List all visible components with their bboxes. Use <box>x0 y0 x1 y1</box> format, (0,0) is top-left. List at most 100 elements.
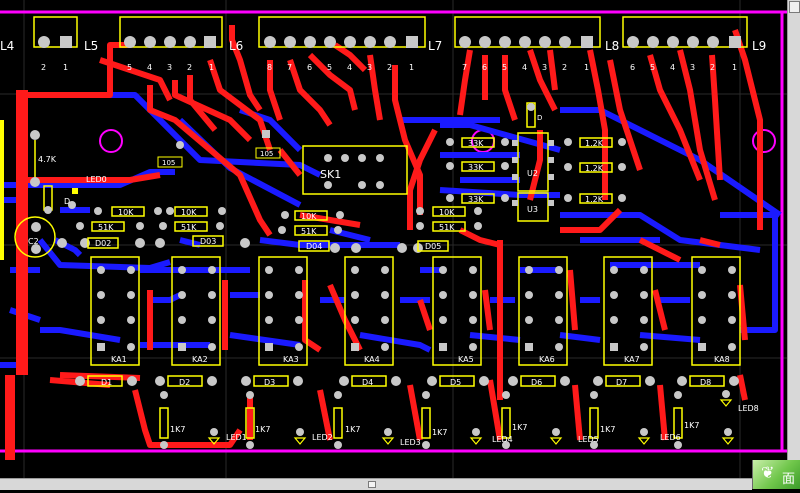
relay[interactable] <box>603 256 653 366</box>
relay[interactable] <box>518 256 568 366</box>
relay[interactable] <box>344 256 394 366</box>
relay-label: KA2 <box>192 355 208 364</box>
diode-mid-row <box>87 235 449 252</box>
connector-l6[interactable] <box>119 16 223 48</box>
pin-number: 2 <box>710 63 715 72</box>
chip-label-u3: U3 <box>527 205 538 214</box>
connector-label-l6: L6 <box>229 39 243 53</box>
capacitor-label-c2: C2 <box>28 237 39 246</box>
led-label: LED3 <box>400 438 421 447</box>
relay[interactable] <box>90 256 140 366</box>
scroll-up-button[interactable] <box>789 1 800 13</box>
pin-number: 2 <box>187 63 192 72</box>
resistor-label-33k: 33K <box>468 195 484 204</box>
left-components <box>0 120 423 260</box>
connector-l8[interactable] <box>454 16 601 48</box>
relay-label: KA7 <box>624 355 640 364</box>
resistor-label-51k: 51K <box>439 223 455 232</box>
resistor-label-51k: 51K <box>181 223 197 232</box>
diode <box>427 375 489 387</box>
diode <box>75 375 137 387</box>
resistor-label: 1K7 <box>512 423 527 432</box>
pin-number: 6 <box>482 63 487 72</box>
resistor-vertical <box>421 391 431 449</box>
chip-u2[interactable] <box>512 132 554 192</box>
diode-label: D3 <box>264 378 275 387</box>
resistor-label: 1K7 <box>170 425 185 434</box>
relay-group <box>90 256 741 366</box>
diode <box>155 375 217 387</box>
connector-label-l9: L9 <box>752 39 766 53</box>
pin-number: 5 <box>127 63 132 72</box>
relay[interactable] <box>691 256 741 366</box>
relay[interactable] <box>258 256 308 366</box>
resistor-vertical <box>159 391 169 449</box>
led-label: LED2 <box>312 433 333 442</box>
diode-label: D4 <box>362 378 373 387</box>
resistor-label-1k2: 1.2K <box>585 139 604 148</box>
resistor-label-10k: 10K <box>118 208 134 217</box>
led-label: LED6 <box>660 433 681 442</box>
pin-number: 5 <box>327 63 332 72</box>
connector-label-l5: L5 <box>84 39 98 53</box>
corner-widget[interactable]: ❦ 面 <box>752 460 800 489</box>
relay[interactable] <box>432 256 482 366</box>
pin-number: 1 <box>209 63 214 72</box>
relay-label: KA8 <box>714 355 730 364</box>
resistor-vertical <box>245 391 255 449</box>
connector-l5[interactable] <box>33 16 78 48</box>
relay[interactable] <box>171 256 221 366</box>
resistor-vertical <box>501 391 511 449</box>
resistor-label-1k2: 1.2K <box>585 164 604 173</box>
pin-number: 1 <box>732 63 737 72</box>
led-label: LED8 <box>738 404 759 413</box>
resistor-label-33k: 33K <box>468 139 484 148</box>
switch-label: SK1 <box>320 168 341 181</box>
pin-number: 3 <box>367 63 372 72</box>
scrollbar-thumb[interactable] <box>368 481 376 488</box>
relay-label: KA4 <box>364 355 380 364</box>
pin-number: 5 <box>650 63 655 72</box>
resistor-label-51k: 51K <box>98 223 114 232</box>
pin-number: 4 <box>347 63 352 72</box>
diode <box>241 375 303 387</box>
diode-label: D02 <box>95 239 111 248</box>
pin-number: 4 <box>522 63 527 72</box>
connector-l7[interactable] <box>258 16 426 48</box>
pin-number: 4 <box>670 63 675 72</box>
resistor-51k-pads <box>76 222 482 234</box>
led-icon <box>381 428 395 445</box>
vertical-scrollbar[interactable] <box>787 0 800 478</box>
led-label-led0: LED0 <box>86 175 107 184</box>
pin-number: 3 <box>167 63 172 72</box>
pin-number: 5 <box>502 63 507 72</box>
resistor-1k2-pads <box>564 138 626 202</box>
capacitor-label: 105 <box>162 159 175 167</box>
diode-label: D7 <box>616 378 627 387</box>
capacitor-label: 105 <box>260 150 273 158</box>
led-icon <box>293 428 307 445</box>
resistor-label: 1K7 <box>432 428 447 437</box>
resistor-label: 1K7 <box>255 425 270 434</box>
diode <box>508 375 570 387</box>
switch-sk1[interactable] <box>302 145 408 195</box>
pin-number: 8 <box>267 63 272 72</box>
connector-label-l8: L8 <box>605 39 619 53</box>
relay-label: KA3 <box>283 355 299 364</box>
pin-number: 4 <box>147 63 152 72</box>
pin-number: 3 <box>690 63 695 72</box>
diode <box>339 375 401 387</box>
pin-number: 2 <box>387 63 392 72</box>
horizontal-scrollbar[interactable] <box>0 478 752 490</box>
resistor-33k-row <box>461 137 495 204</box>
resistor-1k2-row <box>579 137 613 204</box>
diode <box>677 375 739 387</box>
resistor-label: 1K7 <box>684 421 699 430</box>
resistor-10k-pads <box>94 207 482 219</box>
chip-u3[interactable] <box>512 192 554 222</box>
connector-l9[interactable] <box>622 16 748 48</box>
led-icon <box>549 428 563 445</box>
pin-number: 1 <box>409 63 414 72</box>
resistor-label-10k: 10K <box>301 212 317 221</box>
